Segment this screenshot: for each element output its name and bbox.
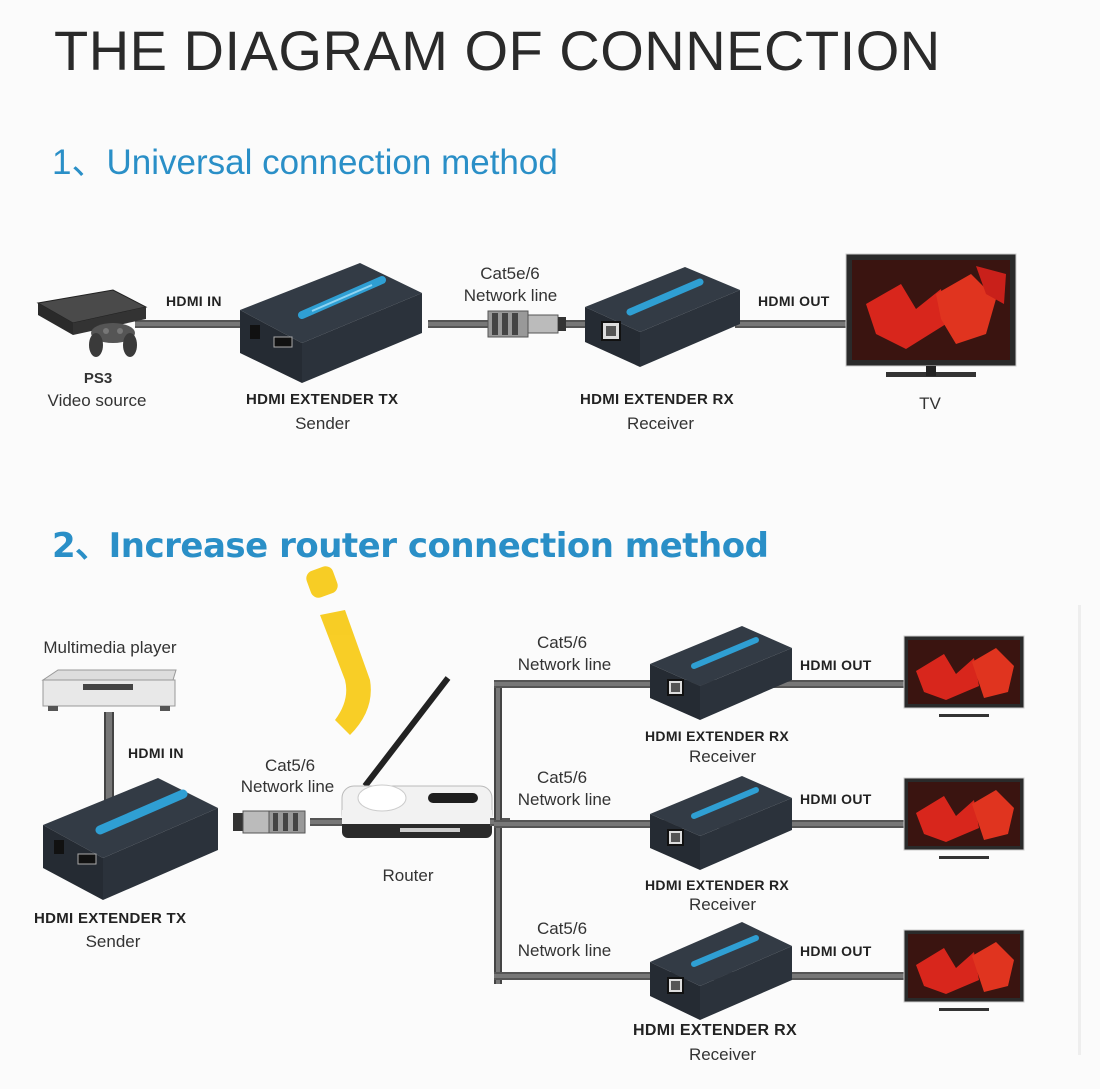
branch-2-receiver-name: HDMI EXTENDER RX: [645, 877, 790, 893]
display-name: TV: [919, 394, 941, 413]
hdmi-extender-rx-icon: [585, 267, 740, 367]
sender-role-2: Sender: [85, 932, 141, 951]
sender-role: Sender: [295, 414, 350, 433]
branch-1-network-label: Network line: [517, 655, 612, 674]
watermark-logo-icon: [306, 566, 371, 735]
receiver-name: HDMI EXTENDER RX: [580, 391, 734, 408]
branch-1-receiver-role: Receiver: [688, 747, 757, 766]
branch-3-network-type: Cat5/6: [536, 919, 588, 938]
rj45-connector-icon-2: [233, 810, 306, 834]
tv-icon: [845, 253, 1017, 377]
receiver-role: Receiver: [626, 414, 695, 433]
branch-2-network-type: Cat5/6: [536, 768, 588, 787]
ps3-console-icon: [36, 289, 148, 357]
multimedia-player-label: Multimedia player: [43, 638, 177, 657]
branch-2-receiver-role: Receiver: [688, 895, 757, 914]
branch-2-hdmi-out-label: HDMI OUT: [800, 791, 872, 807]
hdmi-in-cable-vertical: [104, 712, 114, 802]
branch-1-tv-icon: [903, 635, 1025, 717]
branch-backbone-cable: [494, 680, 502, 984]
branch-1-receiver-icon: [650, 626, 792, 720]
network-type: Cat5e/6: [480, 264, 540, 283]
branch-3-hdmi-out-label: HDMI OUT: [800, 943, 872, 959]
branch-3-tv-icon: [903, 929, 1025, 1011]
network-cable-2: [310, 818, 350, 826]
router-icon: [341, 676, 493, 838]
branch-3-receiver-role: Receiver: [688, 1045, 757, 1064]
sender-name: HDMI EXTENDER TX: [246, 391, 399, 408]
hdmi-extender-tx-icon: [240, 263, 422, 383]
branch-3-receiver-icon: [650, 922, 792, 1020]
branch-2-network-label: Network line: [517, 790, 612, 809]
image-edge-divider: [1078, 605, 1081, 1055]
network-line-label-2: Network line: [240, 777, 335, 796]
hdmi-extender-tx-icon-2: [43, 778, 218, 900]
router-label: Router: [382, 866, 434, 885]
network-type-2: Cat5/6: [264, 756, 316, 775]
section-1-title: 1、Universal connection method: [52, 143, 558, 182]
branch-1-hdmi-out-label: HDMI OUT: [800, 657, 872, 673]
source-role: Video source: [47, 391, 147, 410]
branch-1-network-type: Cat5/6: [536, 633, 588, 652]
source-name: PS3: [83, 370, 113, 387]
hdmi-out-cable: [735, 320, 850, 328]
branch-1-receiver-name: HDMI EXTENDER RX: [645, 728, 790, 744]
branch-2-receiver-icon: [650, 776, 792, 870]
hdmi-in-label: HDMI IN: [166, 293, 222, 309]
network-cable-end: [565, 320, 595, 328]
hdmi-in-label-2: HDMI IN: [128, 745, 184, 761]
multimedia-player-icon: [41, 669, 177, 711]
hdmi-out-label: HDMI OUT: [758, 293, 830, 309]
branch-3-receiver-name: HDMI EXTENDER RX: [633, 1022, 797, 1039]
network-line-label: Network line: [463, 286, 558, 305]
network-cable: [428, 320, 488, 328]
branch-2-tv-icon: [903, 777, 1025, 859]
rj45-connector-icon: [487, 310, 566, 338]
diagram-title: THE DIAGRAM OF CONNECTION: [54, 19, 941, 82]
section-2-title: 2、Increase router connection method: [52, 526, 769, 566]
sender-name-2: HDMI EXTENDER TX: [34, 910, 187, 927]
branch-3-network-label: Network line: [517, 941, 612, 960]
hdmi-in-cable: [135, 320, 245, 328]
